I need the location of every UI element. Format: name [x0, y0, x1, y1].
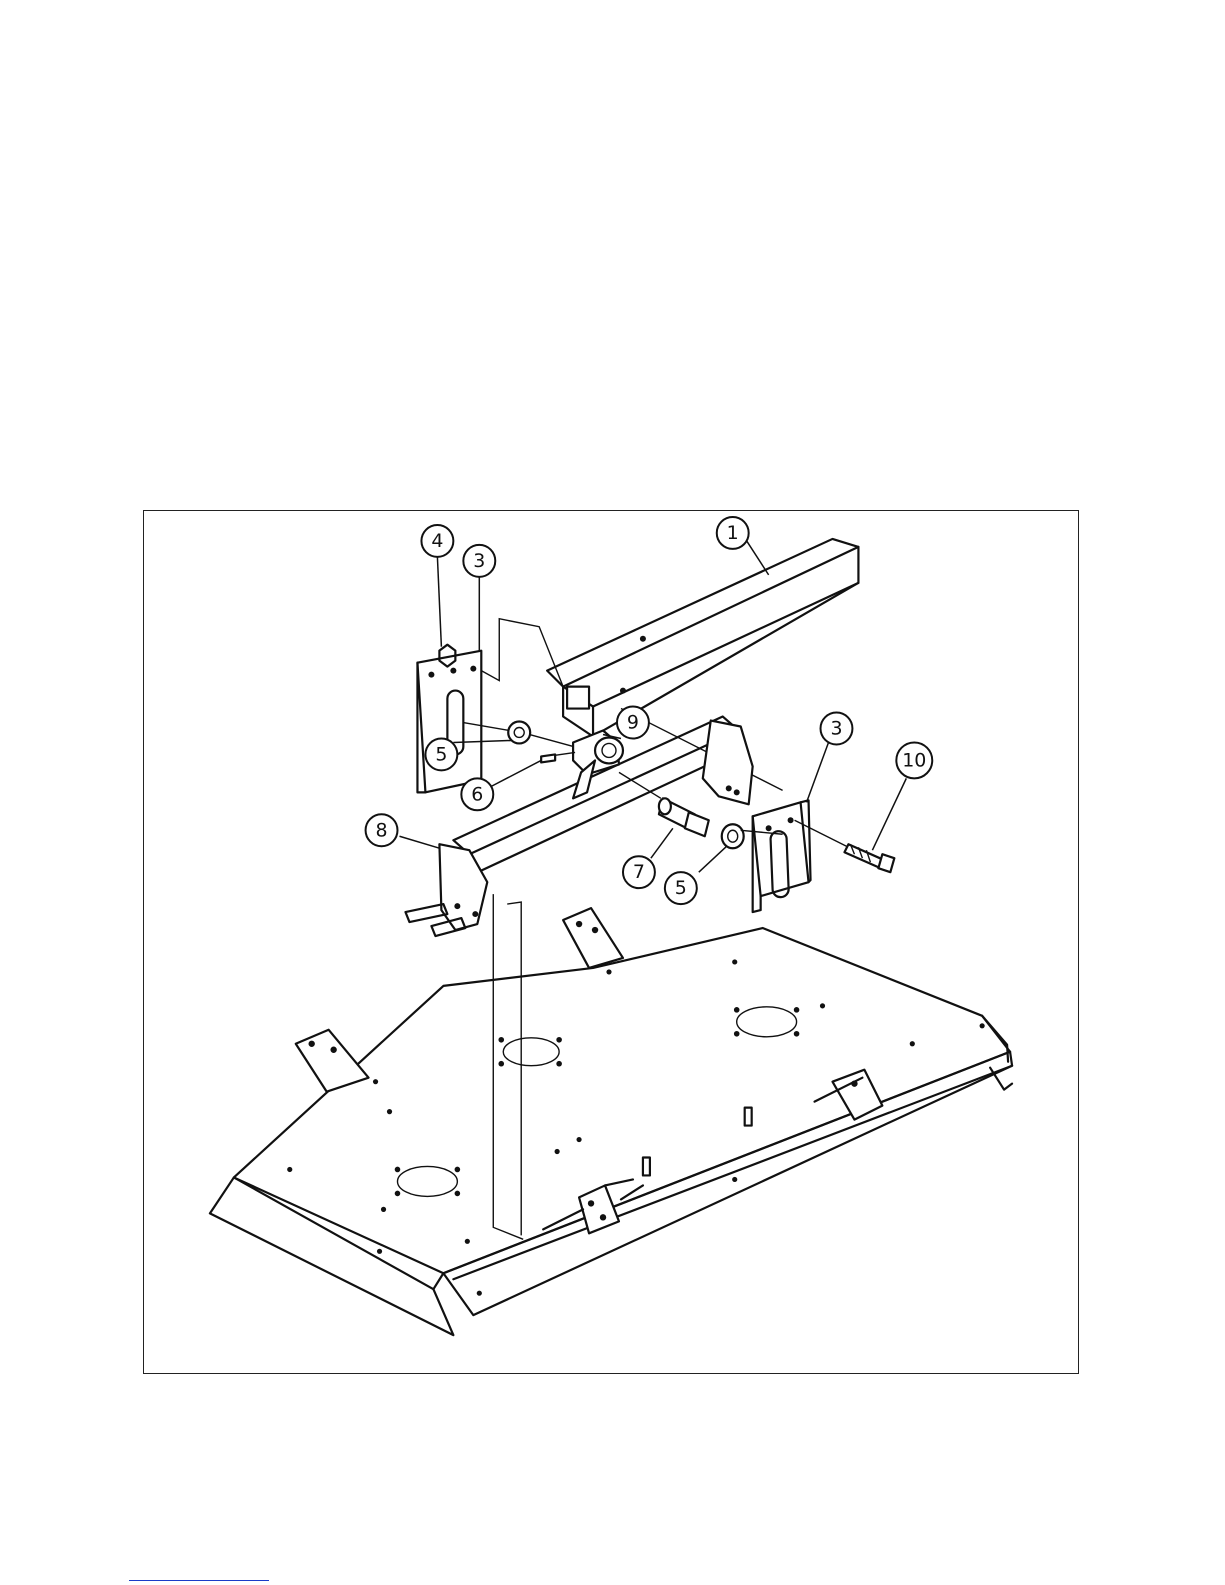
right-plate-part-3 [741, 800, 811, 912]
callout-4: 4 [421, 525, 453, 647]
callout-5-right: 5 [665, 846, 727, 904]
callout-10-label: 10 [902, 749, 926, 771]
callout-5-right-label: 5 [675, 877, 687, 899]
callout-10: 10 [872, 742, 932, 850]
shaft-part-7 [619, 772, 709, 836]
callout-8-label: 8 [376, 819, 388, 841]
callout-9-label: 9 [627, 712, 639, 734]
mower-deck [210, 908, 1012, 1335]
callout-4-label: 4 [431, 530, 443, 552]
callout-7: 7 [623, 828, 673, 888]
exploded-parts-diagram: 1 3 3 4 5 5 6 7 8 9 [143, 510, 1079, 1374]
footnote-separator [129, 1580, 269, 1581]
callout-5-left-label: 5 [435, 743, 447, 765]
callout-7-label: 7 [633, 861, 645, 883]
washer-part-5-right [722, 824, 744, 848]
callout-3-right: 3 [807, 713, 853, 803]
callout-1-label: 1 [727, 522, 739, 544]
pin-part-6 [541, 754, 555, 762]
callout-1: 1 [717, 517, 769, 575]
callout-3-right-label: 3 [830, 717, 842, 739]
callout-8: 8 [366, 814, 440, 848]
alignment-line [507, 902, 521, 1235]
callout-9: 9 [603, 707, 649, 739]
callout-3-left-label: 3 [473, 550, 485, 572]
alignment-line [493, 894, 523, 1239]
diagram-svg: 1 3 3 4 5 5 6 7 8 9 [144, 511, 1078, 1373]
callout-6-label: 6 [471, 783, 483, 805]
callout-3-left: 3 [463, 545, 495, 651]
